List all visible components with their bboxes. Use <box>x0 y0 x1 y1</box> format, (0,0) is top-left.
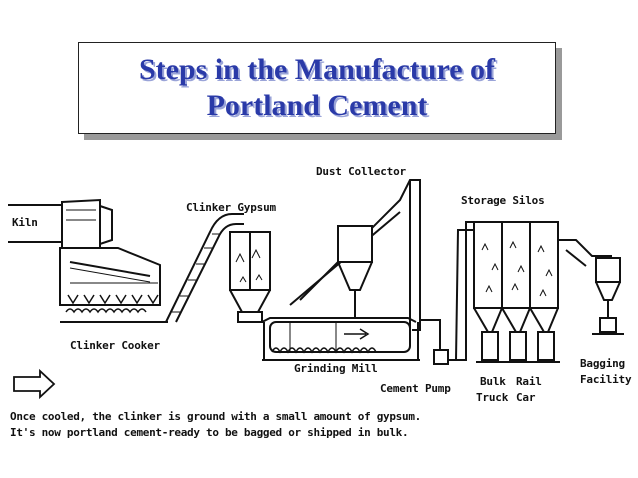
label-cement-pump: Cement Pump <box>380 382 451 395</box>
clinker-cooker-drawing <box>59 247 168 323</box>
grinding-mill-drawing <box>261 317 420 361</box>
bagging-facility-drawing <box>592 257 624 335</box>
label-truck: Truck <box>476 391 509 404</box>
title-line-2: Portland Cement <box>206 89 428 122</box>
label-storage-silos: Storage Silos <box>461 194 545 207</box>
label-rail: Rail <box>516 375 542 388</box>
label-bulk: Bulk <box>480 375 506 388</box>
dust-collector-drawing <box>289 179 421 331</box>
storage-silos-drawing <box>473 221 560 363</box>
bagging-pipe-drawing <box>558 239 612 267</box>
caption-line-1: Once cooled, the clinker is ground with … <box>10 410 421 423</box>
cement-pump-drawing <box>420 221 476 365</box>
title-box: Steps in the Manufacture of Portland Cem… <box>78 42 556 134</box>
label-car: Car <box>516 391 536 404</box>
label-clinker-cooker: Clinker Cooker <box>70 339 160 352</box>
label-facility: Facility <box>580 373 632 386</box>
label-grinding-mill: Grinding Mill <box>294 362 378 375</box>
conveyor-drawing <box>165 213 244 323</box>
flow-arrow-icon <box>13 368 56 400</box>
clinker-gypsum-silos-drawing <box>229 231 271 323</box>
label-bagging: Bagging <box>580 357 625 370</box>
label-kiln: Kiln <box>12 216 38 229</box>
caption-line-2: It's now portland cement-ready to be bag… <box>10 426 409 439</box>
label-clinker-gypsum: Clinker Gypsum <box>186 201 276 214</box>
title-line-1: Steps in the Manufacture of <box>138 53 496 86</box>
label-dust-collector: Dust Collector <box>316 165 406 178</box>
